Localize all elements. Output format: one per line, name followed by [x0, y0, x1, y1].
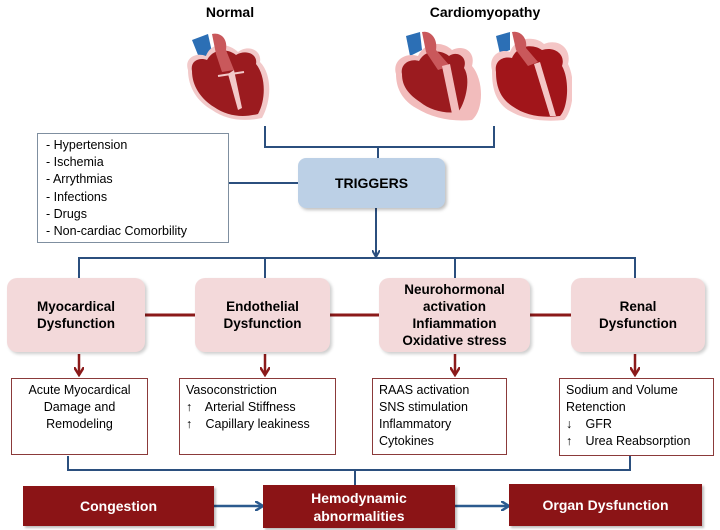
node-line: activation: [422, 299, 487, 314]
node-line: Dysfunction: [36, 316, 115, 331]
node-line: Myocardical: [36, 299, 116, 314]
normal-heart-icon: [187, 33, 270, 120]
congestion-node: Congestion: [23, 486, 214, 526]
dilated-heart-icon: [395, 31, 481, 121]
node-line: Dysfunction: [598, 316, 677, 331]
trigger-item: - Drugs: [46, 206, 87, 221]
organ-dysfunction-node: Organ Dysfunction: [509, 484, 702, 526]
down-arrow-icon: ↓: [566, 417, 573, 431]
myocardial-effects-box: Acute Myocardical Damage and Remodeling: [11, 378, 148, 455]
node-line: Dysfunction: [223, 316, 302, 331]
endothelial-effects-box: Vasoconstriction ↑ Arterial Stiffness ↑ …: [179, 378, 336, 455]
node-line: Infiammation: [412, 316, 497, 331]
effect-line: SNS stimulation: [379, 400, 468, 414]
effect-line: Remodeling: [46, 417, 113, 431]
effect-line: RAAS activation: [379, 383, 470, 397]
effect-line: Acute Myocardical: [28, 383, 131, 397]
up-arrow-icon: ↑: [186, 400, 193, 414]
triggers-node: TRIGGERS: [298, 158, 445, 208]
normal-heading: Normal: [205, 4, 255, 20]
endothelial-dysfunction-node: Endothelial Dysfunction: [195, 278, 330, 352]
effect-line: Damage and: [43, 400, 116, 414]
neurohormonal-node: Neurohormonal activation Infiammation Ox…: [379, 278, 530, 352]
effect-line: ↑ Capillary leakiness: [186, 416, 329, 433]
effect-text: Arterial Stiffness: [204, 400, 296, 414]
myocardial-dysfunction-node: Myocardical Dysfunction: [7, 278, 145, 352]
effect-line: Vasoconstriction: [186, 383, 277, 397]
effect-line: Retenction: [566, 400, 626, 414]
effect-text: Capillary leakiness: [205, 417, 310, 431]
node-line: abnormalities: [313, 507, 405, 524]
hemodynamic-abnormalities-node: Hemodynamic abnormalities: [263, 485, 455, 528]
effect-text: Urea Reabsorption: [585, 434, 691, 448]
renal-dysfunction-node: Renal Dysfunction: [571, 278, 705, 352]
collector-bracket-line: [67, 456, 631, 471]
node-line: Endothelial: [226, 299, 299, 314]
node-line: Renal: [619, 299, 657, 314]
effect-line: Sodium and Volume: [566, 383, 678, 397]
neurohormonal-effects-box: RAAS activation SNS stimulation Inflamma…: [372, 378, 507, 455]
trigger-item: - Non-cardiac Comorbility: [46, 224, 188, 239]
effect-line: ↑ Urea Reabsorption: [566, 433, 707, 450]
node-line: Neurohormonal: [404, 282, 505, 297]
effect-text: GFR: [585, 417, 612, 431]
effect-line: ↑ Arterial Stiffness: [186, 399, 329, 416]
trigger-item: - Hypertension: [46, 138, 128, 152]
trigger-item: - Infections: [46, 189, 108, 204]
renal-effects-box: Sodium and Volume Retenction ↓ GFR ↑ Ure…: [559, 378, 714, 456]
trigger-list-box: - Hypertension - Ischemia - Arrythmias -…: [37, 133, 229, 243]
cardiomyopathy-heading: Cardiomyopathy: [429, 4, 541, 20]
distribution-bar-line: [78, 257, 636, 278]
node-line: Oxidative stress: [402, 333, 507, 348]
effect-line: ↓ GFR: [566, 416, 707, 433]
hypertrophic-heart-icon: [491, 31, 572, 121]
node-line: Hemodynamic: [311, 489, 407, 506]
hearts-bracket-line: [264, 126, 495, 148]
up-arrow-icon: ↑: [566, 434, 573, 448]
effect-line: Inflammatory Cytokines: [379, 417, 452, 448]
trigger-item: - Arrythmias: [46, 172, 113, 187]
up-arrow-icon: ↑: [186, 417, 193, 431]
trigger-item: - Ischemia: [46, 155, 104, 170]
